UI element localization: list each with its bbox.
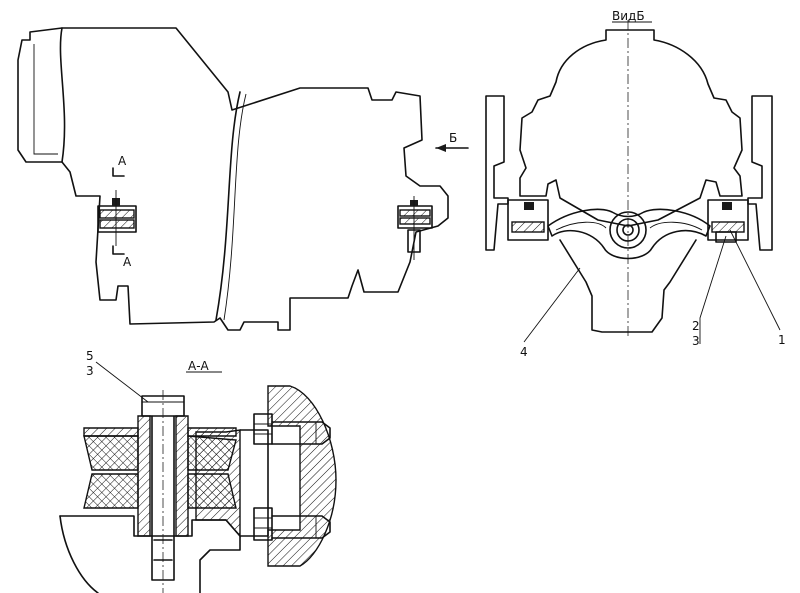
- section-a-a: А-А 5 3: [59, 349, 337, 593]
- view-b-arrow-label: Б: [449, 131, 457, 145]
- section-frame-bolt-bottom: [253, 507, 331, 541]
- callout-2-label: 2: [692, 319, 700, 333]
- view-b-left-frame: [485, 95, 509, 251]
- callout-5-label: 5: [86, 349, 94, 363]
- section-rubber-cushion-upper: [83, 435, 139, 471]
- section-title: А-А: [188, 359, 210, 373]
- section-mount-bolt: [137, 390, 189, 593]
- section-mark-top-label: А: [118, 154, 127, 168]
- side-view-break-left: [59, 27, 66, 163]
- callout-3-right-label: 3: [692, 334, 700, 348]
- view-b-engine-outline: [519, 29, 743, 227]
- section-rubber-cushion-lower: [83, 473, 139, 509]
- section-mark-bottom-label: А: [123, 255, 132, 269]
- section-frame-bolt-top: [253, 413, 331, 445]
- view-b: ВидБ 4 1 2 3: [485, 9, 786, 359]
- view-b-right-frame: [747, 95, 773, 251]
- callout-1-leader: [729, 229, 781, 331]
- side-view: А А Б: [17, 27, 469, 331]
- section-lower-support: [59, 515, 241, 593]
- view-b-cross-bracket: [547, 208, 711, 260]
- callout-4-label: 4: [520, 345, 528, 359]
- callout-1-label: 1: [778, 333, 786, 347]
- side-view-rear-mount: [397, 196, 433, 260]
- section-frame-bracket: [267, 385, 337, 567]
- side-view-break-right: [215, 91, 241, 321]
- callout-53-leader: [95, 361, 149, 403]
- side-view-front-casing: [17, 27, 449, 331]
- view-b-title: ВидБ: [612, 9, 645, 23]
- callout-3-left-label: 3: [86, 364, 94, 378]
- callout-23-leader: [699, 235, 727, 344]
- side-view-front-mount: [97, 190, 137, 246]
- view-b-pivot-hub: [609, 211, 647, 249]
- callout-4-leader: [523, 267, 581, 343]
- view-b-sump: [559, 239, 697, 333]
